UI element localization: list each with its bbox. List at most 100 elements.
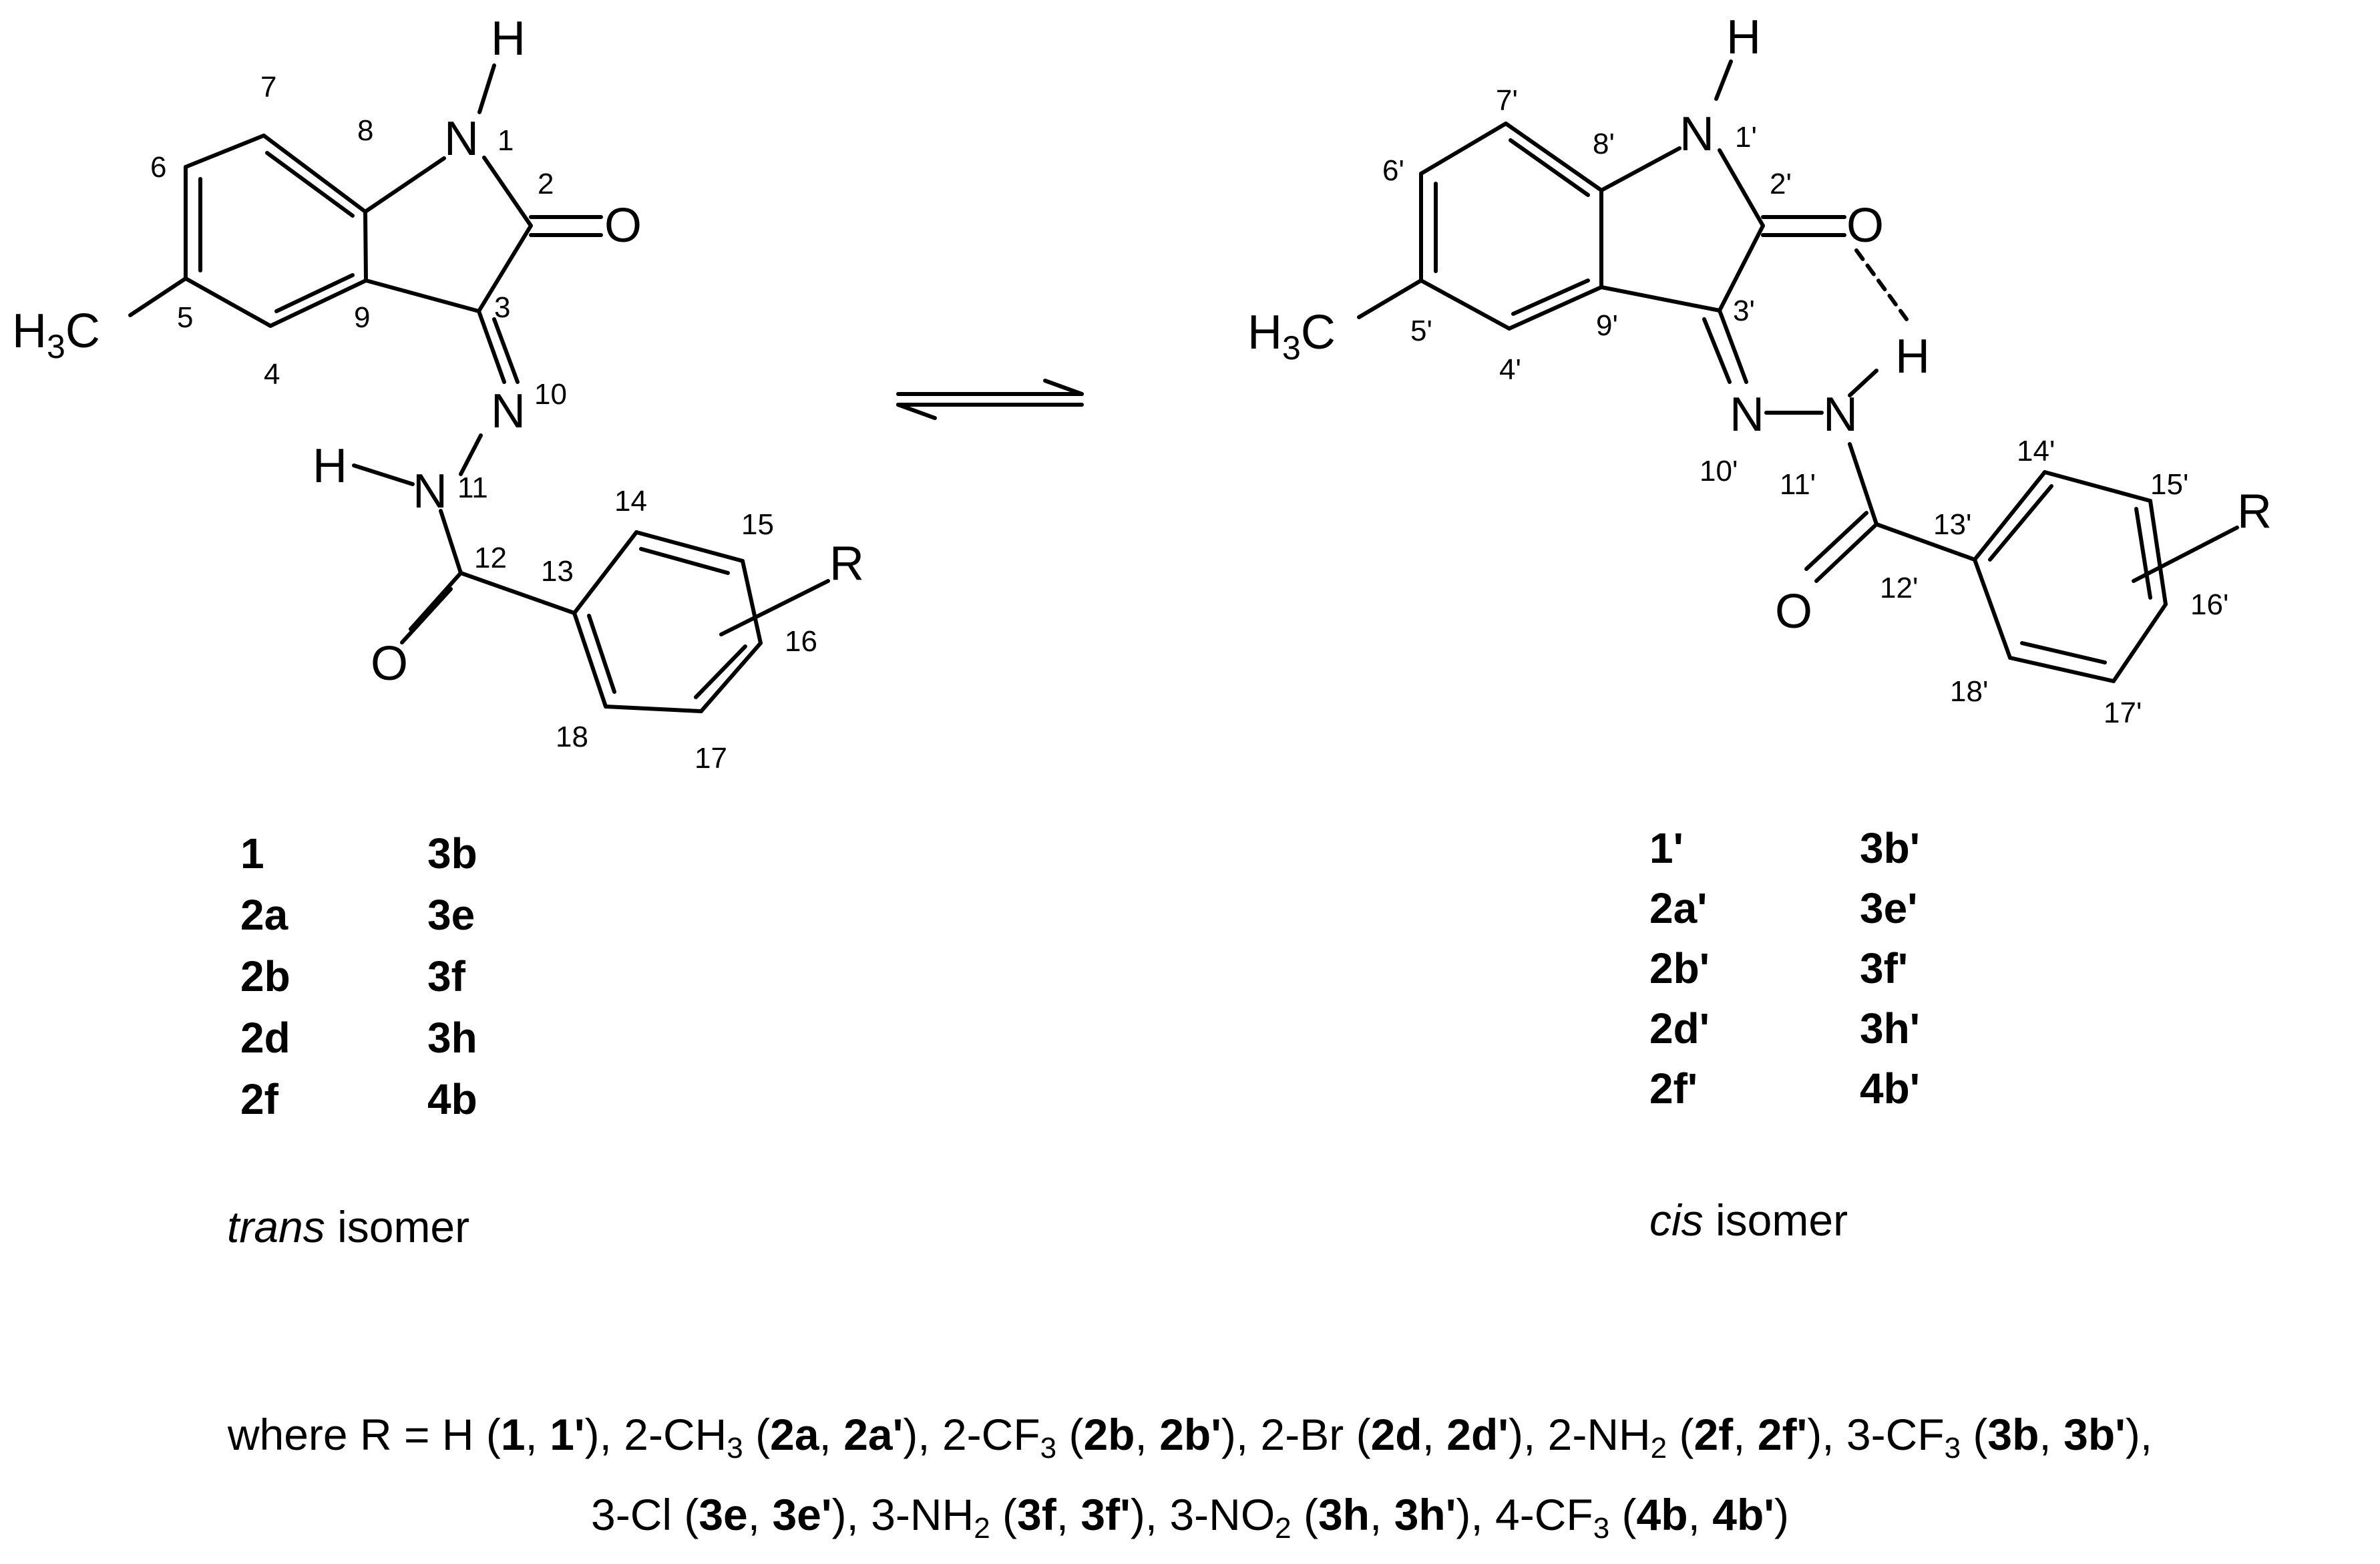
compound-ref: 1 xyxy=(500,1410,526,1459)
cis-num-8: 8' xyxy=(1593,128,1615,160)
equilibrium-arrows xyxy=(896,379,1084,420)
legend-text: , xyxy=(1056,1490,1081,1539)
compound-ref: 3e' xyxy=(772,1490,832,1539)
trans-num-10: 10 xyxy=(534,378,567,411)
trans-num-1: 1 xyxy=(498,124,514,157)
cis-compound: 2f' xyxy=(1649,1064,1698,1113)
compound-ref: 2d' xyxy=(1446,1410,1509,1459)
trans-num-7: 7 xyxy=(260,71,276,104)
cis-caption: cis isomer xyxy=(1649,1195,1848,1245)
trans-atom-numbers: 1 2 3 4 5 6 7 8 9 10 11 12 13 14 15 16 1… xyxy=(150,71,817,775)
trans-compound: 3e xyxy=(427,891,475,939)
trans-compound: 2a xyxy=(240,891,288,939)
cis-structure xyxy=(1357,59,2239,683)
subscript: 2 xyxy=(1275,1512,1292,1545)
cis-compound: 1' xyxy=(1649,824,1683,872)
cis-atom-H11: H xyxy=(1895,330,1930,383)
trans-caption: trans isomer xyxy=(227,1202,469,1251)
trans-compound: 1 xyxy=(240,829,264,877)
subscript: 2 xyxy=(974,1512,990,1545)
cis-num-18: 18' xyxy=(1950,675,1988,708)
compound-ref: 2a xyxy=(770,1410,819,1459)
legend-text: ), 2-CH xyxy=(584,1410,727,1459)
trans-num-6: 6 xyxy=(150,151,166,184)
legend-text: ), 2-NH xyxy=(1509,1410,1651,1459)
trans-num-13: 13 xyxy=(541,555,574,588)
cis-atom-labels: N H O N N H O R H3C xyxy=(1247,11,2272,638)
trans-num-18: 18 xyxy=(556,721,588,753)
cis-num-2: 2' xyxy=(1770,168,1792,200)
compound-ref: 2b xyxy=(1083,1410,1135,1459)
subscript: 3 xyxy=(1593,1512,1610,1545)
trans-compound-list: 1 2a 2b 2d 2f 3b 3e 3f 3h 4b xyxy=(240,829,477,1123)
subscript: 3 xyxy=(1944,1432,1961,1464)
cis-compound: 3f' xyxy=(1860,944,1908,992)
legend-text: , xyxy=(1135,1410,1160,1459)
cis-num-12: 12' xyxy=(1880,572,1918,604)
cis-num-7: 7' xyxy=(1496,84,1518,117)
trans-atom-labels: N H O N N H O R H3C xyxy=(12,12,864,691)
trans-compound: 3b xyxy=(427,829,477,877)
cis-atom-N11: N xyxy=(1823,388,1858,441)
legend-text: ), 2-Br ( xyxy=(1221,1410,1371,1459)
compound-ref: 2f xyxy=(1694,1410,1734,1459)
compound-ref: 2b' xyxy=(1159,1410,1221,1459)
compound-ref: 3h' xyxy=(1394,1490,1456,1539)
cis-atom-O12: O xyxy=(1775,585,1812,638)
cis-num-15: 15' xyxy=(2150,468,2188,501)
subscript: 3 xyxy=(1040,1432,1057,1464)
trans-num-5: 5 xyxy=(177,301,193,334)
trans-compound: 2f xyxy=(240,1075,279,1123)
legend-text: ), 3-NH xyxy=(831,1490,974,1539)
trans-atom-O2: O xyxy=(604,199,642,252)
cis-atom-N10: N xyxy=(1730,388,1764,441)
trans-num-4: 4 xyxy=(264,358,280,391)
subscript: 2 xyxy=(1650,1432,1667,1464)
legend-text: , xyxy=(819,1410,844,1459)
legend-text: ) xyxy=(1774,1490,1789,1539)
cis-num-9: 9' xyxy=(1596,309,1618,342)
cis-compound: 3e' xyxy=(1860,884,1917,932)
trans-num-16: 16 xyxy=(785,625,817,658)
compound-ref: 3b' xyxy=(2063,1410,2126,1459)
compound-ref: 2f' xyxy=(1757,1410,1808,1459)
legend-text: ), 4-CF xyxy=(1456,1490,1593,1539)
trans-compound: 3h xyxy=(427,1014,477,1062)
legend-text: , xyxy=(1688,1490,1713,1539)
compound-ref: 3h xyxy=(1318,1490,1370,1539)
cis-compound: 4b' xyxy=(1860,1064,1920,1113)
trans-num-14: 14 xyxy=(614,485,647,518)
cis-num-11: 11' xyxy=(1780,468,1816,501)
legend-text: ( xyxy=(1961,1410,1988,1459)
compound-ref: 1' xyxy=(550,1410,585,1459)
legend-text: ( xyxy=(1291,1490,1318,1539)
legend-text: , xyxy=(1370,1490,1394,1539)
cis-atom-R: R xyxy=(2237,485,2272,538)
cis-num-3: 3' xyxy=(1733,295,1755,327)
cis-num-10: 10' xyxy=(1700,455,1738,487)
subscript: 3 xyxy=(727,1432,743,1464)
legend-text: where R = H ( xyxy=(227,1410,501,1459)
trans-atom-N1: N xyxy=(444,112,479,166)
trans-num-9: 9 xyxy=(354,301,370,334)
cis-compound: 3h' xyxy=(1860,1004,1920,1052)
compound-ref: 3f xyxy=(1017,1490,1056,1539)
cis-atom-H1: H xyxy=(1726,11,1761,64)
cis-num-5: 5' xyxy=(1410,315,1432,347)
trans-num-12: 12 xyxy=(474,542,507,574)
trans-atom-R: R xyxy=(829,537,864,590)
trans-compound: 3f xyxy=(427,952,466,1000)
cis-num-13: 13' xyxy=(1933,508,1971,541)
cis-compound: 2d' xyxy=(1649,1004,1710,1052)
substituent-legend-line-2: 3-Cl (3e, 3e'), 3-NH2 (3f, 3f'), 3-NO2 (… xyxy=(0,1489,2380,1543)
trans-atom-H11: H xyxy=(313,439,347,493)
legend-text: , xyxy=(2039,1410,2064,1459)
cis-num-4: 4' xyxy=(1499,353,1521,386)
legend-text: ), xyxy=(2125,1410,2153,1459)
trans-atom-O12: O xyxy=(371,637,408,691)
trans-atom-N11: N xyxy=(413,465,447,518)
cis-num-6: 6' xyxy=(1382,154,1404,187)
legend-text: 3-Cl ( xyxy=(591,1490,699,1539)
trans-compound: 4b xyxy=(427,1075,477,1123)
substituent-legend-line-1: where R = H (1, 1'), 2-CH3 (2a, 2a'), 2-… xyxy=(0,1409,2380,1463)
